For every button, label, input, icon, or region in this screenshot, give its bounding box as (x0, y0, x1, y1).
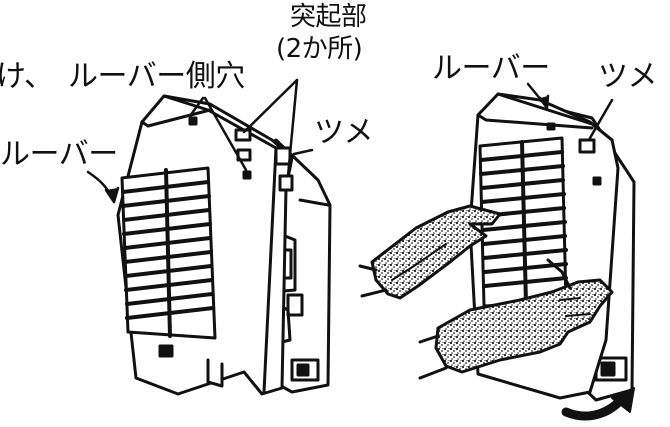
leader-arrows-right (526, 82, 614, 140)
rotate-arrow-icon (561, 387, 635, 421)
right-illustration (358, 82, 636, 421)
protrusion-count-label: (2か所) (276, 34, 363, 64)
partial-text-left: け、 (0, 59, 54, 94)
protrusion-label: 突起部 (290, 2, 367, 32)
tab-label-left: ツメ (314, 115, 374, 150)
louver-left (116, 94, 294, 396)
louver-label-left: ルーバー (0, 137, 118, 172)
louver-label-right: ルーバー (432, 51, 550, 86)
leader-arrows-left (86, 78, 314, 204)
left-illustration (86, 78, 332, 396)
louver-hole-label: ルーバー側穴 (68, 59, 245, 94)
tab-label-right: ツメ (598, 59, 658, 94)
upper-glove (358, 204, 502, 300)
lower-glove (418, 258, 614, 380)
